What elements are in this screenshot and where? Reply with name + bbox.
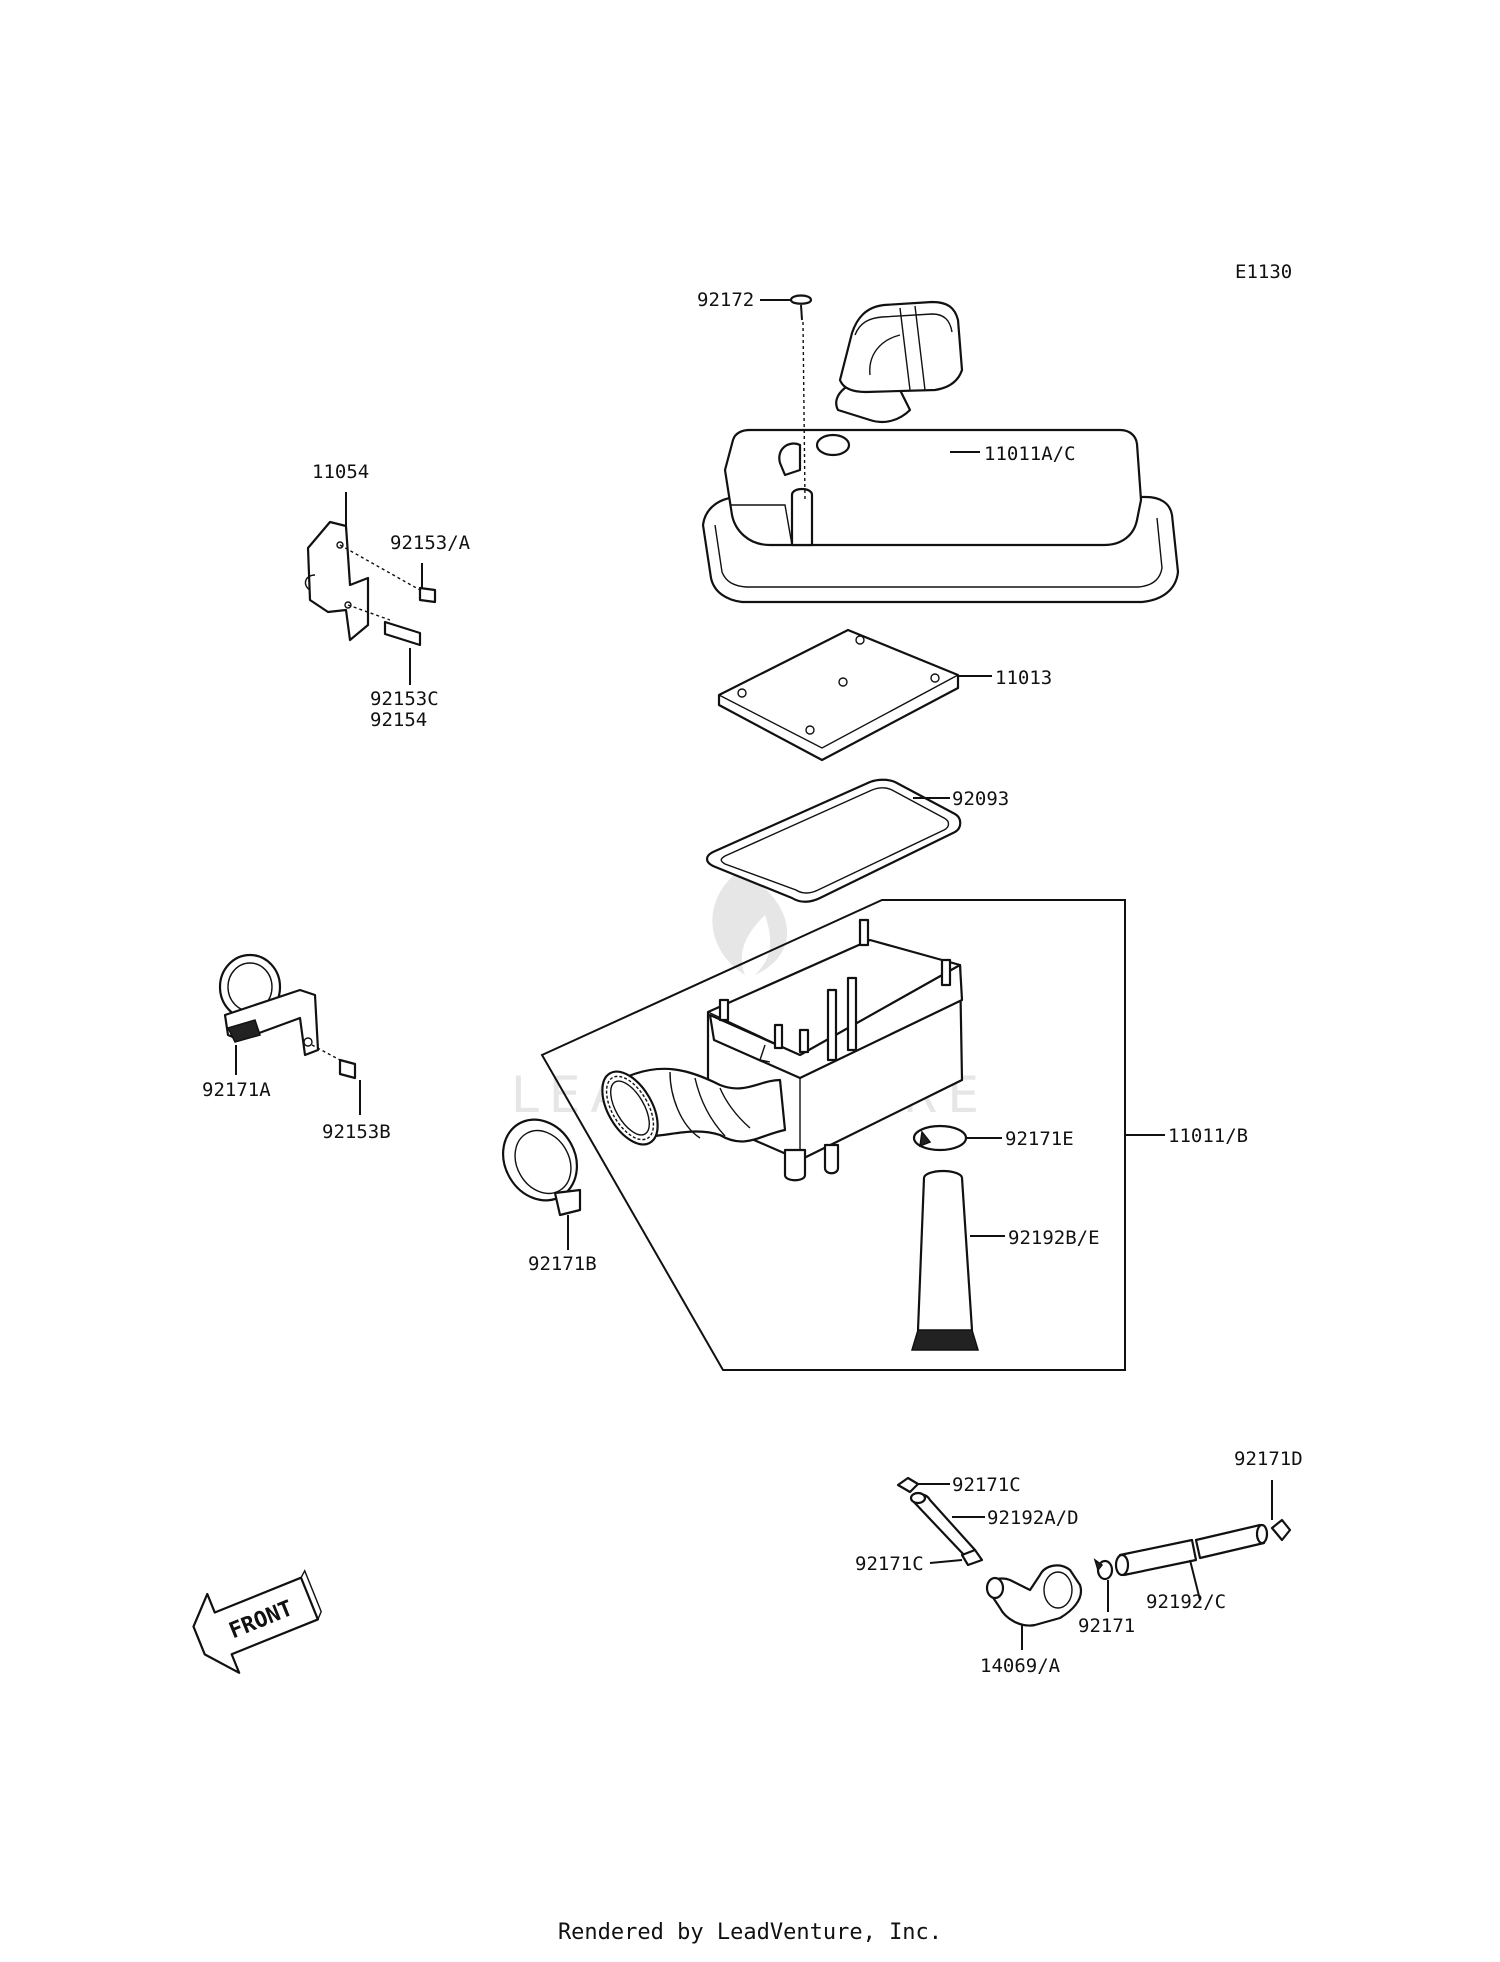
- label-92171E: 92171E: [1005, 1128, 1074, 1150]
- intake-duct: [601, 1067, 787, 1146]
- label-92171D: 92171D: [1234, 1448, 1303, 1470]
- label-92171C-top: 92171C: [952, 1474, 1021, 1496]
- diagram-code: E1130: [1235, 261, 1292, 283]
- label-11011AC: 11011A/C: [984, 443, 1076, 465]
- label-92153C: 92153C: [370, 688, 439, 710]
- label-92171B: 92171B: [528, 1253, 597, 1275]
- air-cleaner-cover: [701, 300, 1180, 604]
- label-92154: 92154: [370, 709, 427, 731]
- label-92153A: 92153/A: [390, 532, 471, 554]
- clamp-92171B: [502, 1118, 582, 1250]
- label-92171C-left: 92171C: [855, 1553, 924, 1575]
- drain-tube-92192BE: [910, 1169, 980, 1351]
- label-92093: 92093: [952, 788, 1009, 810]
- element-11013: [717, 628, 960, 762]
- label-92192BE: 92192B/E: [1008, 1227, 1100, 1249]
- screw-92172: [760, 294, 813, 501]
- label-92172: 92172: [697, 289, 754, 311]
- gasket-92093: [705, 778, 962, 903]
- bracket-11054: [304, 492, 437, 685]
- label-92171: 92171: [1078, 1615, 1135, 1637]
- label-11054: 11054: [312, 461, 369, 483]
- label-92192C: 92192/C: [1146, 1591, 1226, 1613]
- label-92192AD: 92192A/D: [987, 1507, 1079, 1529]
- front-arrow-icon: FRONT: [192, 1569, 322, 1674]
- clamp-92171E: [912, 1124, 968, 1152]
- bracket-clamp-92171A: [218, 953, 361, 1115]
- label-92153B: 92153B: [322, 1121, 391, 1143]
- label-11011B: 11011/B: [1168, 1125, 1248, 1147]
- breather-group: [896, 1476, 1292, 1650]
- label-14069A: 14069/A: [980, 1655, 1061, 1677]
- label-11013: 11013: [995, 667, 1052, 689]
- footer-credit: Rendered by LeadVenture, Inc.: [557, 1920, 943, 1945]
- label-92171A: 92171A: [202, 1079, 271, 1101]
